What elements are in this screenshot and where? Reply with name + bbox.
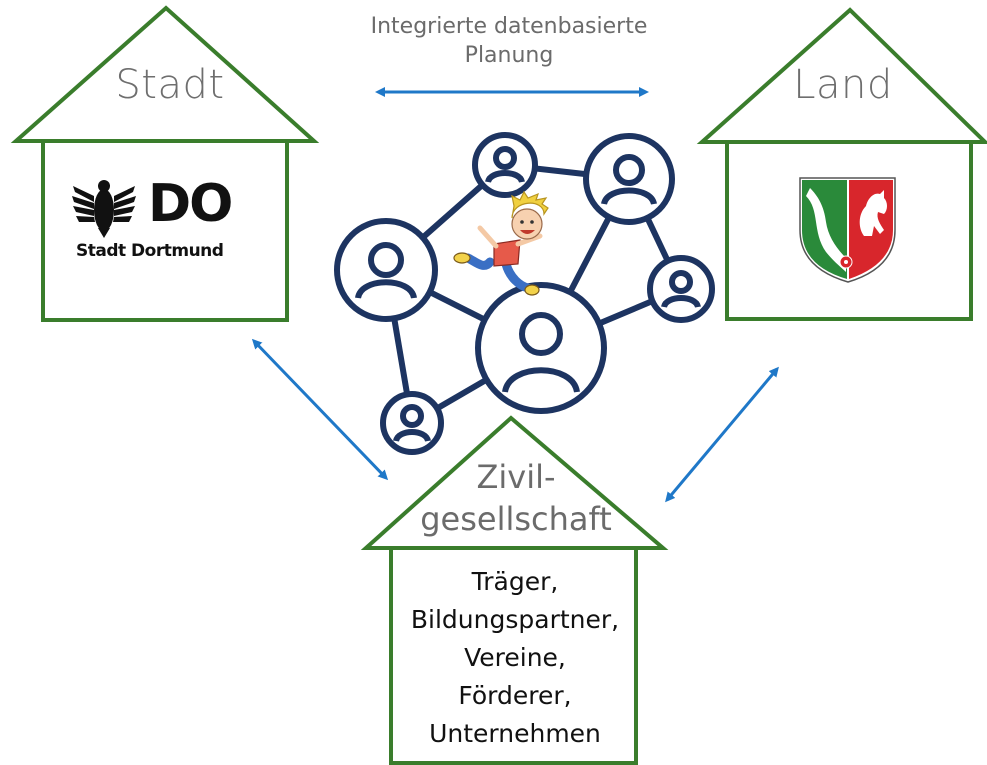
top-caption-line2: Planung (464, 43, 554, 68)
network-node-top (472, 132, 538, 198)
land-house (696, 7, 987, 321)
nrw-coat-of-arms (799, 177, 896, 283)
network-node-left (334, 218, 438, 322)
civil-member-item: Förderer, (458, 681, 572, 710)
civil-title-line1: Zivil- (476, 458, 556, 496)
arrow-left-bidirectional (251, 338, 389, 481)
civil-title: Zivil- gesellschaft (411, 456, 621, 540)
civil-member-item: Unternehmen (429, 719, 601, 748)
dortmund-logo-mark: DO (148, 174, 233, 234)
jumping-child-illustration (453, 190, 549, 296)
land-title: Land (793, 62, 893, 108)
network-node-bottom (380, 391, 444, 455)
network-node-top-right (583, 133, 675, 225)
stadt-house-body (41, 139, 289, 322)
arrow-right-bidirectional (665, 366, 779, 503)
civil-members-list: Träger, Bildungspartner, Vereine, Förder… (380, 563, 650, 753)
dortmund-logo-text: Stadt Dortmund (76, 241, 224, 261)
people-network-icon (334, 132, 715, 455)
network-node-right (647, 255, 715, 323)
network-node-center (475, 282, 607, 414)
civil-house-body (389, 546, 638, 765)
civil-member-item: Träger, (471, 567, 559, 596)
civil-member-item: Vereine, (464, 643, 566, 672)
dortmund-eagle-logo (72, 180, 136, 238)
top-caption: Integrierte datenbasierte Planung (322, 12, 696, 70)
land-house-body (725, 140, 973, 321)
civil-member-item: Bildungspartner, (410, 605, 620, 634)
civil-title-line2: gesellschaft (420, 500, 612, 538)
top-caption-line1: Integrierte datenbasierte (370, 14, 648, 39)
civil-house (360, 415, 669, 765)
stadt-title: Stadt (115, 62, 225, 108)
stadt-house (10, 5, 320, 322)
